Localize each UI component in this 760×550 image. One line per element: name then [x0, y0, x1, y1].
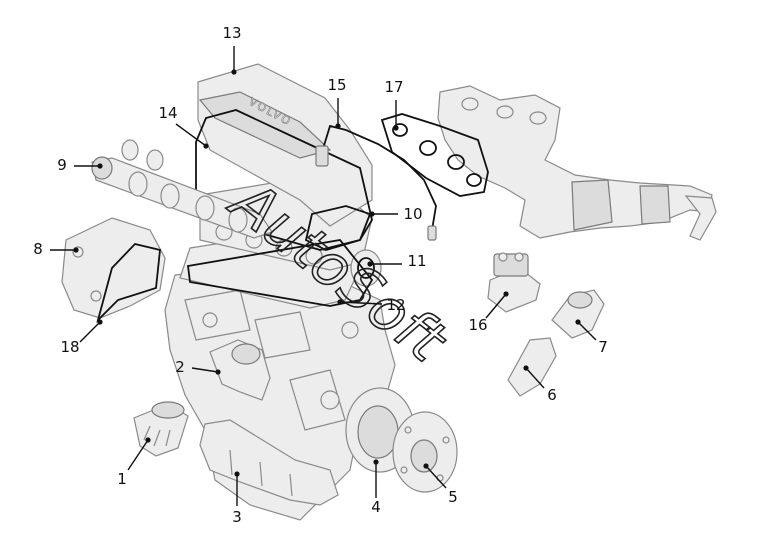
callout-dot-6 — [523, 365, 529, 371]
callout-leader-18 — [79, 321, 101, 343]
clutch-pressure-plate — [392, 411, 458, 493]
callout-number-10: 10 — [403, 205, 422, 223]
callout-dot-18 — [97, 319, 103, 325]
callout-dot-2 — [215, 369, 221, 375]
intake-manifold-gasket — [304, 205, 372, 251]
mount-bracket — [507, 337, 557, 397]
callout-dot-5 — [423, 463, 429, 469]
timing-cover-gasket — [96, 243, 161, 324]
oil-pan — [199, 419, 339, 506]
oil-filter — [133, 401, 189, 457]
ignition-coil — [487, 252, 541, 313]
callout-number-16: 16 — [468, 316, 487, 334]
callout-dot-12 — [337, 299, 343, 305]
callout-number-1: 1 — [117, 470, 127, 488]
timing-cover — [61, 217, 166, 324]
callout-number-15: 15 — [327, 76, 346, 94]
callout-number-6: 6 — [547, 386, 557, 404]
callout-dot-16 — [503, 291, 509, 297]
camshaft — [91, 139, 273, 239]
callout-dot-15 — [335, 123, 341, 129]
callout-number-14: 14 — [158, 104, 177, 122]
callout-number-13: 13 — [222, 24, 241, 42]
callout-dot-17 — [393, 125, 399, 131]
callout-number-7: 7 — [598, 338, 608, 356]
callout-number-17: 17 — [384, 78, 403, 96]
callout-dot-9 — [97, 163, 103, 169]
thermostat-housing — [209, 339, 271, 401]
callout-dot-4 — [373, 459, 379, 465]
callout-dot-3 — [234, 471, 240, 477]
callout-dot-13 — [231, 69, 237, 75]
callout-number-3: 3 — [232, 508, 242, 526]
valve-cover: VOLVO — [197, 63, 373, 227]
callout-number-8: 8 — [33, 240, 43, 258]
callout-leader-14 — [175, 123, 207, 147]
callout-number-18: 18 — [60, 338, 79, 356]
callout-dot-7 — [575, 319, 581, 325]
callout-leader-16 — [485, 293, 507, 319]
oxygen-sensor — [315, 124, 437, 241]
callout-leader-6 — [525, 367, 545, 389]
callout-dot-14 — [203, 143, 209, 149]
callout-dot-11 — [367, 261, 373, 267]
callout-leader-1 — [127, 439, 149, 471]
engine-mount — [551, 289, 605, 339]
callout-dot-1 — [145, 437, 151, 443]
callout-dot-10 — [369, 211, 375, 217]
callout-leader-7 — [577, 321, 597, 341]
callout-number-5: 5 — [448, 488, 458, 506]
callout-dot-8 — [73, 247, 79, 253]
callout-number-12: 12 — [386, 296, 405, 314]
callout-number-2: 2 — [175, 358, 185, 376]
callout-leader-2 — [191, 367, 219, 373]
callout-number-4: 4 — [371, 498, 381, 516]
callout-leader-12 — [339, 301, 383, 305]
callout-number-11: 11 — [407, 252, 426, 270]
exhaust-manifold-catalytic-converter — [437, 85, 717, 241]
callout-number-9: 9 — [57, 156, 67, 174]
cylinder-head-gasket — [187, 239, 374, 307]
camshaft-seal — [350, 249, 382, 287]
callout-leader-5 — [425, 465, 447, 489]
